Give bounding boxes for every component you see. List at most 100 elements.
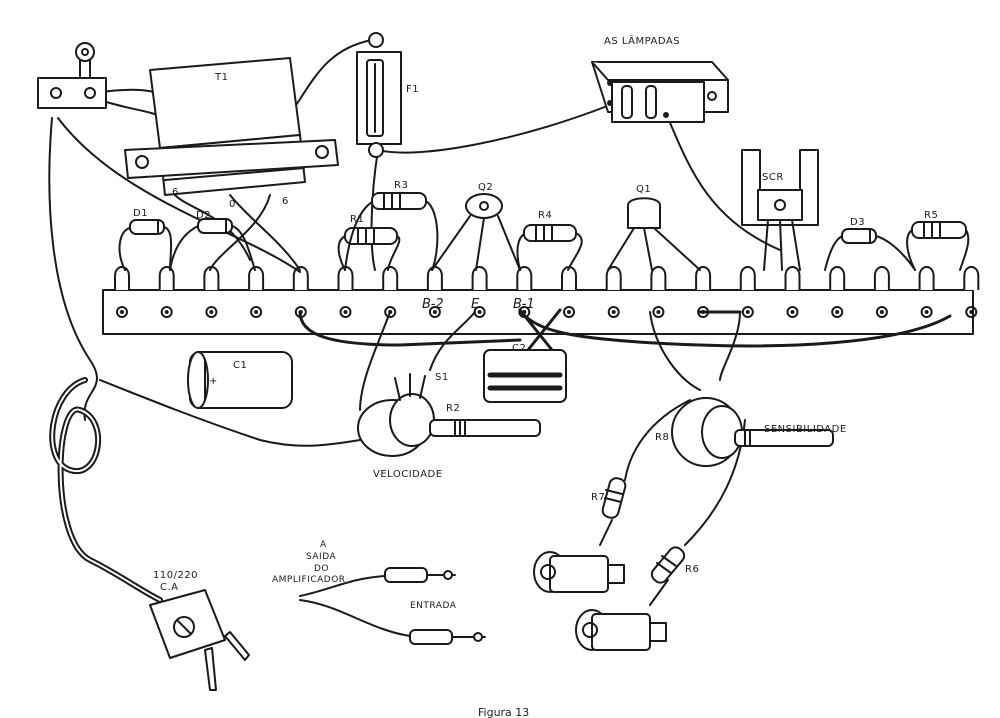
solder-lug <box>873 266 890 290</box>
label-entrada: ENTRADA <box>410 601 457 611</box>
mains-wire <box>48 117 98 421</box>
lamp-wire <box>377 104 611 154</box>
strip-hole-center <box>477 310 482 314</box>
input-plug-2 <box>409 629 486 645</box>
strip-hole-center <box>120 310 124 314</box>
label-amp-saida: SAIDA <box>306 552 336 562</box>
solder-lug <box>605 266 622 290</box>
input-plug-1 <box>384 567 456 583</box>
solder-lug <box>471 266 488 290</box>
cord-to-pot-wire <box>99 379 361 447</box>
jumper-wire-1 <box>298 310 522 347</box>
fuse-f1: F1 <box>356 32 419 158</box>
mains-plug: 110/220 C.A <box>149 570 250 691</box>
mains-wire-2 <box>57 117 301 273</box>
secondary-wire-c <box>209 194 271 271</box>
transistor-q1: Q1 <box>607 184 701 271</box>
strip-hole <box>741 306 754 318</box>
resistor-r7: R7 <box>591 477 627 519</box>
label-mains-voltage: 110/220 <box>153 570 198 581</box>
strip-hole <box>384 306 397 318</box>
strip-hole <box>786 306 799 318</box>
diode-d2: D2 <box>169 210 256 271</box>
lamp-socket: AS LÂMPADAS <box>591 34 729 123</box>
label-c2: C2 <box>512 343 526 354</box>
label-r2: R2 <box>446 403 460 414</box>
strip-hole-center <box>254 310 259 314</box>
solder-lug <box>292 266 309 290</box>
solder-lug <box>203 266 220 290</box>
strip-hole <box>875 306 888 318</box>
strip-hole <box>920 306 933 318</box>
strip-hole-center <box>879 310 884 314</box>
solder-lug <box>963 266 980 290</box>
capacitor-c2: C2 <box>483 343 567 403</box>
resistor-r5: R5 <box>906 210 970 271</box>
label-velocidade: VELOCIDADE <box>373 469 443 480</box>
solder-lug <box>739 266 756 290</box>
label-r3: R3 <box>394 180 408 191</box>
transistor-q2: Q2 <box>431 182 521 271</box>
label-amp-do: DO <box>314 564 329 574</box>
solder-lug <box>426 266 443 290</box>
strip-hole <box>205 306 218 318</box>
label-wire-6b: 6 <box>282 196 289 207</box>
r8-wire-a <box>649 311 701 391</box>
mains-terminal-block <box>37 42 107 109</box>
s1-wire <box>429 311 476 371</box>
strip-hole-center <box>567 310 571 314</box>
strip-hole <box>160 306 173 318</box>
jack-bottom <box>575 609 667 651</box>
input-lead-2 <box>299 599 411 637</box>
potentiometer-r2: R2 S1 VELOCIDADE <box>357 372 541 480</box>
label-wire-0: 0 <box>229 199 236 210</box>
label-q2: Q2 <box>478 182 493 193</box>
label-r4: R4 <box>538 210 552 221</box>
strip-hole <box>652 306 665 318</box>
resistor-r4: R4 <box>516 210 583 271</box>
strip-hole-center <box>164 310 169 314</box>
label-b1: B-1 <box>513 297 535 312</box>
label-amp-amplificador: AMPLIFICADOR <box>272 575 346 585</box>
jack-top <box>533 551 625 593</box>
lamp-scr-wire <box>667 117 781 251</box>
label-amp-a: A <box>320 540 327 550</box>
strip-hole <box>428 306 441 318</box>
secondary-wire-b <box>229 194 301 271</box>
label-mains-ca: C.A <box>160 582 179 593</box>
solder-lug <box>829 266 846 290</box>
label-wire-6a: 6 <box>172 187 179 198</box>
strip-hole-center <box>835 310 840 314</box>
label-r6: R6 <box>685 564 699 575</box>
label-b2: B-2 <box>422 297 444 312</box>
r2-wire <box>359 311 391 411</box>
solder-lug <box>516 266 533 290</box>
label-d2: D2 <box>196 210 211 221</box>
label-c1-plus: + <box>209 376 218 387</box>
strip-hole <box>563 306 575 318</box>
strip-hole <box>339 306 352 318</box>
label-r7: R7 <box>591 492 605 503</box>
terminal-strip <box>102 266 980 335</box>
secondary-wire-a <box>174 194 251 261</box>
label-d3: D3 <box>850 217 865 228</box>
strip-hole-center <box>209 310 214 314</box>
strip-hole-center <box>790 310 795 314</box>
strip-hole-center <box>611 310 616 314</box>
r7-jack-wire <box>599 519 613 546</box>
mains-cord <box>49 377 163 603</box>
solder-lug <box>650 266 667 290</box>
label-sensibilidade: SENSIBILIDADE <box>764 424 847 435</box>
label-c1: C1 <box>233 360 247 371</box>
strip-hole <box>831 306 844 318</box>
resistor-r6: R6 <box>650 546 699 584</box>
transformer-t1: T1 <box>124 57 339 196</box>
label-lamps: AS LÂMPADAS <box>604 34 680 47</box>
capacitor-c1: C1 + <box>187 351 293 409</box>
solder-lug <box>695 266 712 290</box>
label-f1: F1 <box>406 84 419 95</box>
wires <box>48 39 952 637</box>
label-e: E <box>471 297 480 312</box>
solder-lug <box>114 266 130 290</box>
